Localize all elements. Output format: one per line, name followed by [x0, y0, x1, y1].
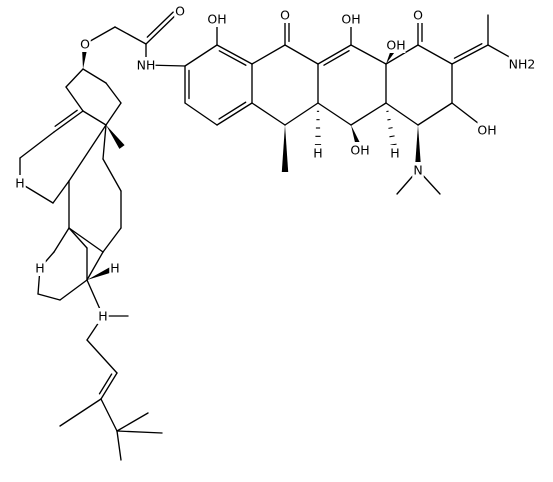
bond-6 — [53, 110, 84, 133]
bond-38 — [116, 430, 122, 461]
bond-60 — [284, 102, 319, 126]
bond-77 — [417, 102, 453, 126]
bond-47 — [184, 44, 218, 67]
wedge-bond-64 — [281, 125, 289, 172]
label-knockout-3 — [207, 11, 227, 27]
bond-7 — [54, 109, 78, 127]
bond-17 — [68, 227, 104, 253]
atom-label-7: O — [413, 8, 423, 23]
bond-74 — [385, 44, 419, 65]
bond-8 — [19, 131, 55, 159]
atom-label-16: H — [98, 309, 107, 324]
bond-5 — [65, 68, 84, 88]
bond-16 — [102, 227, 122, 253]
label-knockout-16 — [97, 308, 109, 324]
atom-label-6: OH — [386, 38, 405, 53]
atom-label-0: O — [80, 37, 90, 52]
wedge-bond-83 — [414, 125, 422, 170]
atom-label-13: N — [413, 163, 422, 178]
bond-32 — [86, 339, 118, 374]
label-knockout-0 — [79, 36, 91, 52]
bond-61 — [251, 102, 286, 126]
atom-label-15: H — [15, 176, 24, 191]
label-knockout-14 — [34, 260, 46, 276]
bond-35 — [59, 398, 102, 427]
atom-label-17: H — [110, 261, 119, 276]
label-knockout-9 — [477, 122, 497, 138]
bond-69 — [350, 102, 387, 126]
bond-44 — [146, 11, 174, 38]
bond-48 — [216, 44, 253, 65]
atom-label-11: H — [390, 146, 399, 161]
bond-2 — [105, 102, 122, 126]
bond-layer — [19, 10, 523, 461]
label-knockout-6 — [386, 37, 406, 53]
bond-34 — [98, 373, 113, 395]
bond-25 — [68, 227, 88, 249]
bond-0 — [82, 68, 107, 84]
bond-58 — [284, 44, 319, 65]
label-knockout-7 — [412, 7, 424, 23]
bond-66 — [323, 50, 350, 66]
atom-label-3: OH — [207, 12, 226, 27]
bond-22 — [37, 293, 61, 301]
bond-53 — [184, 102, 218, 126]
bond-86 — [451, 44, 489, 65]
bond-12 — [68, 124, 107, 182]
bond-19 — [53, 227, 70, 253]
bond-51 — [216, 102, 253, 126]
label-knockout-12 — [350, 142, 370, 158]
bond-57 — [251, 44, 286, 65]
wedge-bond-27 — [106, 125, 125, 149]
atom-label-5: OH — [341, 12, 360, 27]
bond-87 — [453, 43, 483, 59]
bond-37 — [116, 412, 149, 432]
label-knockout-13 — [412, 162, 424, 178]
bond-4 — [65, 86, 84, 112]
bond-3 — [82, 110, 107, 126]
bond-67 — [350, 44, 387, 65]
atom-label-14: H — [35, 261, 44, 276]
bond-11 — [52, 180, 70, 204]
bond-52 — [218, 101, 247, 120]
atom-label-2: NH — [137, 58, 156, 73]
bond-23 — [59, 279, 88, 301]
label-knockout-1 — [174, 3, 186, 19]
label-knockout-10 — [312, 145, 324, 161]
bond-1 — [105, 82, 122, 104]
label-knockout-11 — [389, 145, 401, 161]
bond-26 — [86, 251, 104, 281]
bond-39 — [116, 430, 163, 434]
bond-65 — [317, 44, 352, 65]
label-knockout-4 — [279, 7, 291, 23]
bond-36 — [100, 398, 118, 432]
atom-label-1: O — [175, 4, 185, 19]
atom-label-8: NH2 — [509, 57, 536, 72]
label-knockout-17 — [109, 260, 121, 276]
atom-label-9: OH — [477, 123, 496, 138]
bond-49 — [218, 50, 247, 66]
atom-label-10: H — [313, 146, 322, 161]
bond-42 — [114, 26, 147, 45]
bond-13 — [102, 124, 107, 160]
label-knockout-8 — [508, 56, 536, 72]
atom-label-4: O — [280, 8, 290, 23]
label-knockout-2 — [136, 57, 156, 73]
bond-78 — [385, 102, 419, 126]
bond-70 — [317, 102, 352, 126]
wedge-bond-28 — [87, 265, 117, 280]
atom-label-12: OH — [350, 143, 369, 158]
label-knockout-15 — [14, 175, 26, 191]
bond-33 — [100, 372, 118, 400]
label-knockout-5 — [341, 11, 361, 27]
bond-75 — [417, 44, 453, 65]
bond-14 — [102, 158, 122, 192]
